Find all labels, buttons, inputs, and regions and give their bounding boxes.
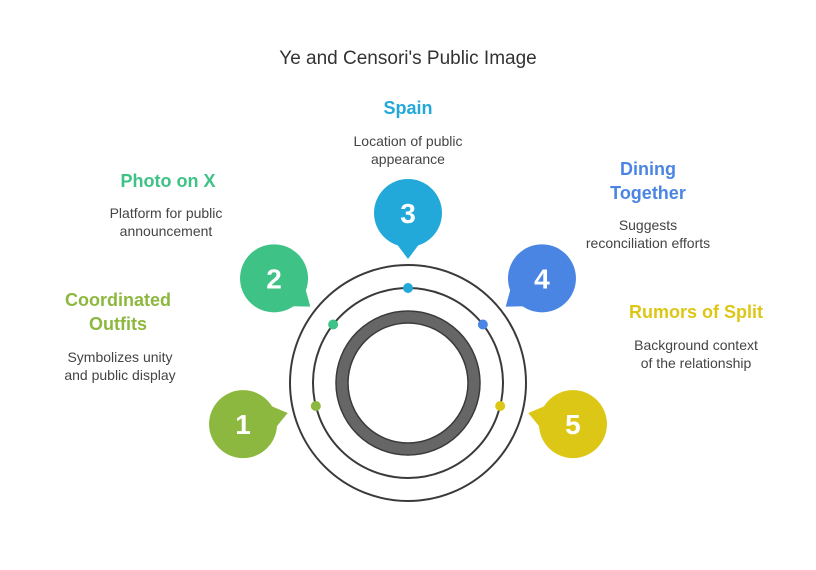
diagram-title: Ye and Censori's Public Image bbox=[279, 48, 537, 69]
step-4-heading: Dining Together bbox=[568, 157, 728, 205]
step-5-ring-dot bbox=[495, 400, 506, 411]
step-4-ring-dot bbox=[477, 319, 488, 330]
step-2-number: 2 bbox=[266, 263, 282, 294]
step-5-description: Background context of the relationship bbox=[604, 336, 788, 372]
step-5-heading-line-1: Rumors of Split bbox=[629, 302, 763, 322]
step-1-number: 1 bbox=[235, 409, 251, 440]
outer-ring bbox=[289, 264, 527, 502]
step-5-heading: Rumors of Split bbox=[606, 300, 786, 324]
step-5-desc-line-1: Background context bbox=[634, 337, 758, 353]
step-1-heading: Coordinated Outfits bbox=[38, 288, 198, 336]
step-2-desc-line-1: Platform for public bbox=[109, 205, 223, 221]
step-5-desc-line-2: of the relationship bbox=[640, 355, 752, 371]
step-3-bubble bbox=[374, 179, 442, 247]
step-2-ring-dot bbox=[328, 319, 339, 330]
step-4-description: Suggests reconciliation efforts bbox=[556, 216, 740, 252]
step-4-desc-line-1: Suggests bbox=[618, 217, 678, 233]
step-1-heading-line-2: Outfits bbox=[89, 314, 147, 334]
step-2-desc-line-2: announcement bbox=[119, 223, 213, 239]
center-hub bbox=[336, 311, 480, 455]
center-hub-inner-edge bbox=[347, 322, 469, 444]
step-3-desc-line-2: appearance bbox=[371, 151, 445, 167]
step-2-bubble bbox=[240, 244, 309, 313]
step-3-heading: Spain bbox=[328, 96, 488, 120]
step-2-description: Platform for public announcement bbox=[76, 204, 256, 240]
step-5-number: 5 bbox=[565, 409, 581, 440]
step-3-ring-dot bbox=[403, 283, 413, 293]
center-hub-edge bbox=[335, 310, 481, 456]
step-1-description: Symbolizes unity and public display bbox=[30, 348, 210, 384]
step-1-desc-line-2: and public display bbox=[64, 367, 176, 383]
step-1-bubble bbox=[209, 390, 278, 459]
step-3-heading-line-1: Spain bbox=[383, 98, 433, 118]
step-2-heading-line-1: Photo on X bbox=[120, 171, 216, 191]
step-4-heading-line-1: Dining bbox=[620, 159, 676, 179]
step-3-desc-line-1: Location of public bbox=[353, 133, 463, 149]
step-4-bubble bbox=[507, 244, 576, 313]
step-1-desc-line-1: Symbolizes unity bbox=[67, 349, 173, 365]
step-3-number: 3 bbox=[400, 198, 416, 229]
step-4-desc-line-2: reconciliation efforts bbox=[585, 235, 711, 251]
step-4-number: 4 bbox=[534, 263, 550, 294]
step-3-description: Location of public appearance bbox=[316, 132, 500, 168]
step-1-heading-line-1: Coordinated bbox=[65, 290, 171, 310]
step-5-bubble bbox=[538, 390, 607, 459]
step-1-ring-dot bbox=[310, 400, 321, 411]
step-4-heading-line-2: Together bbox=[610, 183, 686, 203]
step-2-heading: Photo on X bbox=[88, 169, 248, 193]
